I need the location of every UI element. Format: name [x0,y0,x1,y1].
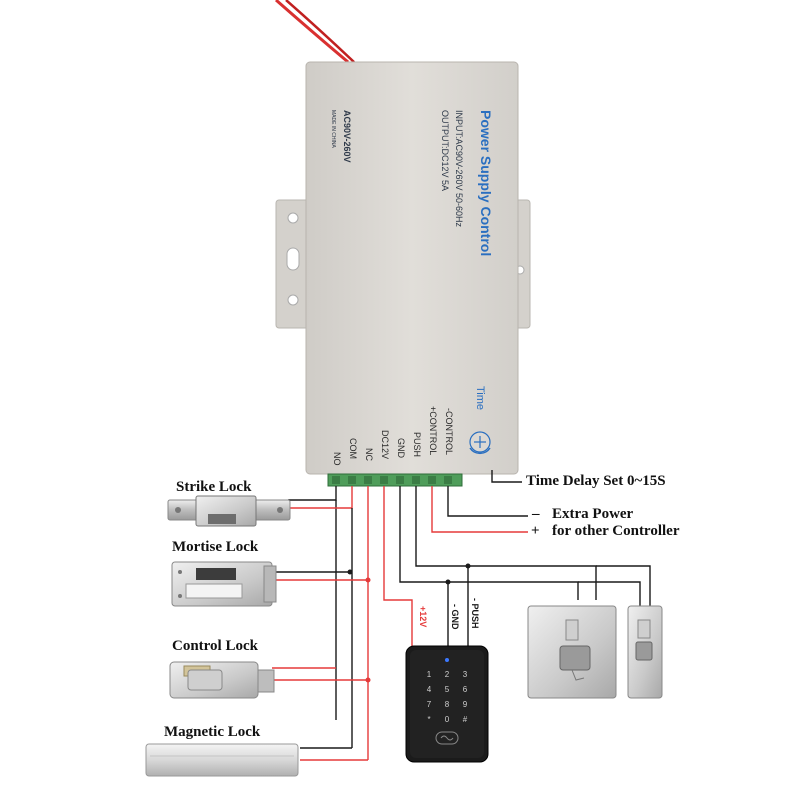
wire-label-push: - PUSH [470,598,480,629]
svg-text:5: 5 [445,685,450,694]
exit-button-large [527,605,617,699]
other-controller-label: for other Controller [552,523,680,539]
psu-output-spec: OUTPUT:DC12V 5A [440,110,450,192]
mortise-lock-label: Mortise Lock [172,539,259,555]
strike-lock-image [167,495,291,527]
svg-text:7: 7 [427,700,432,709]
terminal-label-nc: NC [364,448,374,461]
power-supply-unit [305,61,519,475]
psu-made-in: MADE IN CHINA [330,110,336,148]
psu-ac-label: AC90V-260V [342,110,352,163]
terminal-block [327,473,463,487]
terminal-label-push: PUSH [412,432,422,458]
terminal-label-com: COM [348,438,358,459]
svg-text:2: 2 [445,670,450,679]
access-keypad: 1 2 3 4 5 6 7 8 9 * 0 # [405,645,489,763]
svg-text:9: 9 [463,700,468,709]
extra-power-minus-sign: – [532,506,540,522]
strike-lock-label: Strike Lock [176,479,252,495]
terminal-label-minus-control: -CONTROL [444,408,454,455]
magnetic-lock-image [145,743,299,777]
svg-text:4: 4 [427,685,432,694]
terminal-label-dc12v: DC12V [380,430,390,460]
terminal-label-plus-control: +CONTROL [428,406,438,456]
control-lock-image [169,661,275,699]
svg-text:8: 8 [445,700,450,709]
control-lock-label: Control Lock [172,638,258,654]
extra-power-plus-sign: + [531,523,540,539]
time-delay-label: Time Delay Set 0~15S [526,473,666,489]
magnetic-lock-label: Magnetic Lock [164,724,261,740]
svg-text:1: 1 [427,670,432,679]
psu-input-spec: INPUT:AC90V-260V 50-60Hz [454,110,464,228]
svg-text:*: * [427,715,430,724]
exit-button-slim [627,605,663,699]
svg-text:6: 6 [463,685,468,694]
mortise-lock-image [171,561,277,607]
wire-label-plus12v: +12V [418,606,428,628]
junction-dots [347,563,471,683]
wire-label-gnd: - GND [450,604,460,630]
ac-power-cable [275,0,355,64]
terminal-label-no: NO [332,452,342,466]
wiring [272,470,651,761]
extra-power-label: Extra Power [552,506,634,522]
svg-text:#: # [463,715,468,724]
psu-time-label: Time [474,386,486,411]
svg-text:3: 3 [463,670,468,679]
svg-text:0: 0 [445,715,450,724]
terminal-label-gnd: GND [396,438,406,458]
psu-brand-title: Power Supply Control [478,110,494,257]
